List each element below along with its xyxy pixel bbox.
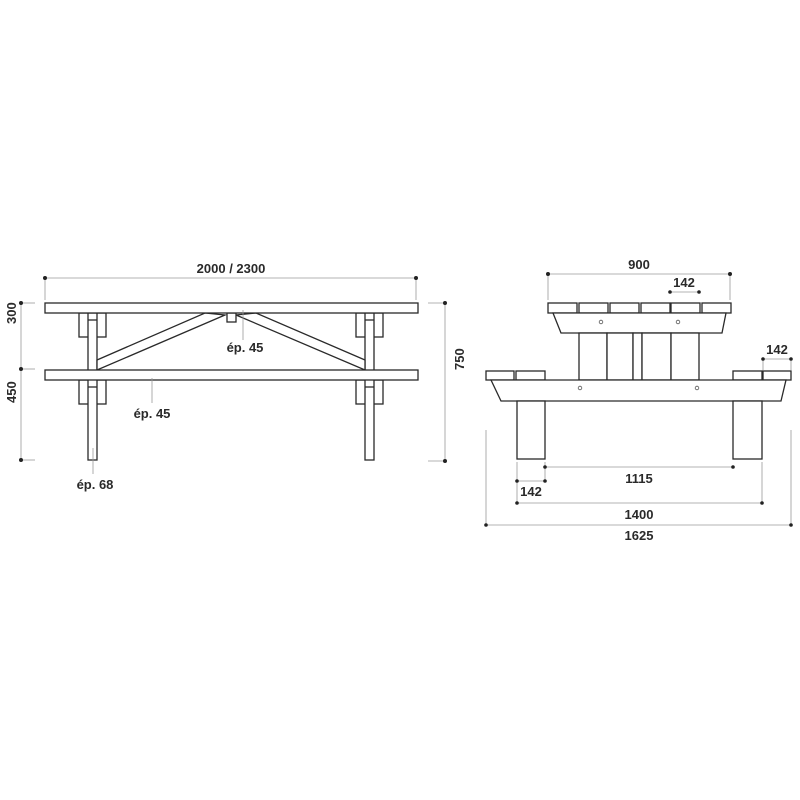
side-view: 2000 / 2300 300 450 — [4, 261, 467, 492]
top-to-seat-label: 300 — [4, 302, 19, 324]
length-label: 2000 / 2300 — [197, 261, 266, 276]
braces — [96, 312, 366, 371]
right-leg — [732, 400, 763, 460]
seat-height-label: 450 — [4, 381, 19, 403]
central-supports — [578, 332, 700, 381]
leg-width-label: 142 — [520, 484, 542, 499]
inner-leg-spacing-label: 1115 — [625, 471, 653, 486]
height-dimension-right: 750 — [428, 301, 467, 463]
left-leg — [516, 400, 546, 460]
width-dimensions: 1115 142 1400 1625 — [484, 430, 793, 543]
table-slat-width-label: 142 — [673, 275, 695, 290]
total-width-label: 1625 — [625, 528, 654, 543]
table-width-label: 900 — [628, 257, 650, 272]
height-dimensions-left: 300 450 — [4, 301, 35, 462]
tabletop — [44, 302, 419, 314]
legs — [78, 312, 384, 461]
table-crossbeam — [552, 312, 727, 334]
seat — [44, 369, 419, 381]
seat-crossbeam — [489, 379, 787, 402]
outer-leg-spacing-label: 1400 — [625, 507, 654, 522]
tabletop-thickness-label: ép. 45 — [227, 340, 264, 355]
seat-thickness-label: ép. 45 — [134, 406, 171, 421]
total-height-label: 750 — [452, 348, 467, 370]
leg-thickness-label: ép. 68 — [77, 477, 114, 492]
end-view: 900 142 142 — [484, 257, 793, 543]
side-length-dimension: 2000 / 2300 — [43, 261, 418, 300]
seat-slat-width-label: 142 — [766, 342, 788, 357]
table-slats — [547, 302, 732, 314]
